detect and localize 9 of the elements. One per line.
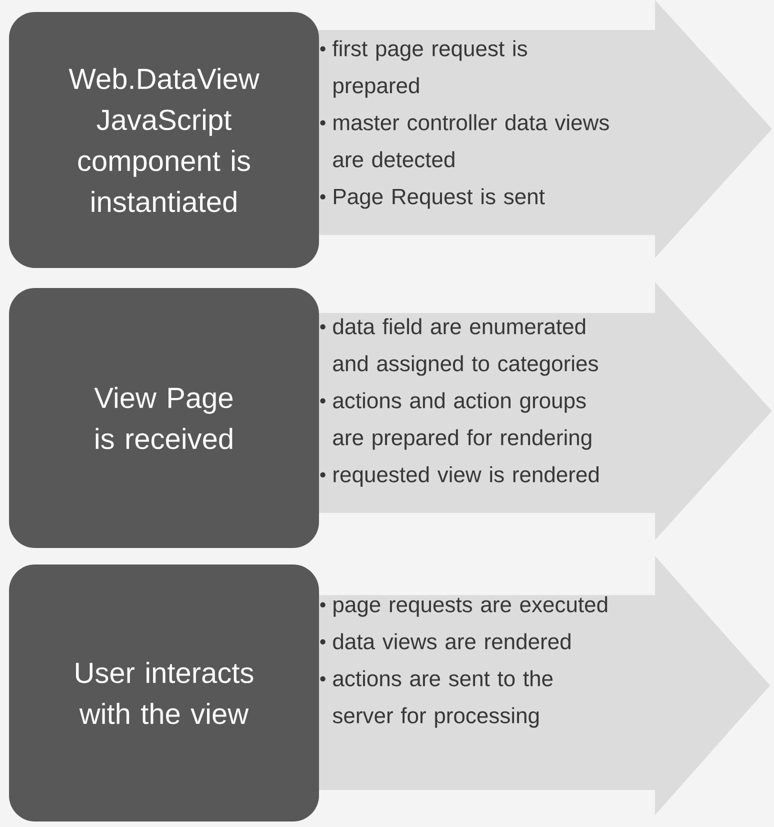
bullet-item: master controller data views are detected [320,114,609,168]
step-box: Web.DataView JavaScript component is instantiated [9,12,319,268]
step-box: User interacts with the view [9,564,319,822]
bullet-item: data views are rendered [320,633,570,650]
bullet-item: Page Request is sent [320,188,545,209]
step-box: View Page is received [9,288,319,548]
bullet-item: actions are sent to the server for processing [320,670,553,728]
bullet-item: requested view is rendered [320,466,599,487]
bullet-item: page requests are executed [320,596,608,617]
